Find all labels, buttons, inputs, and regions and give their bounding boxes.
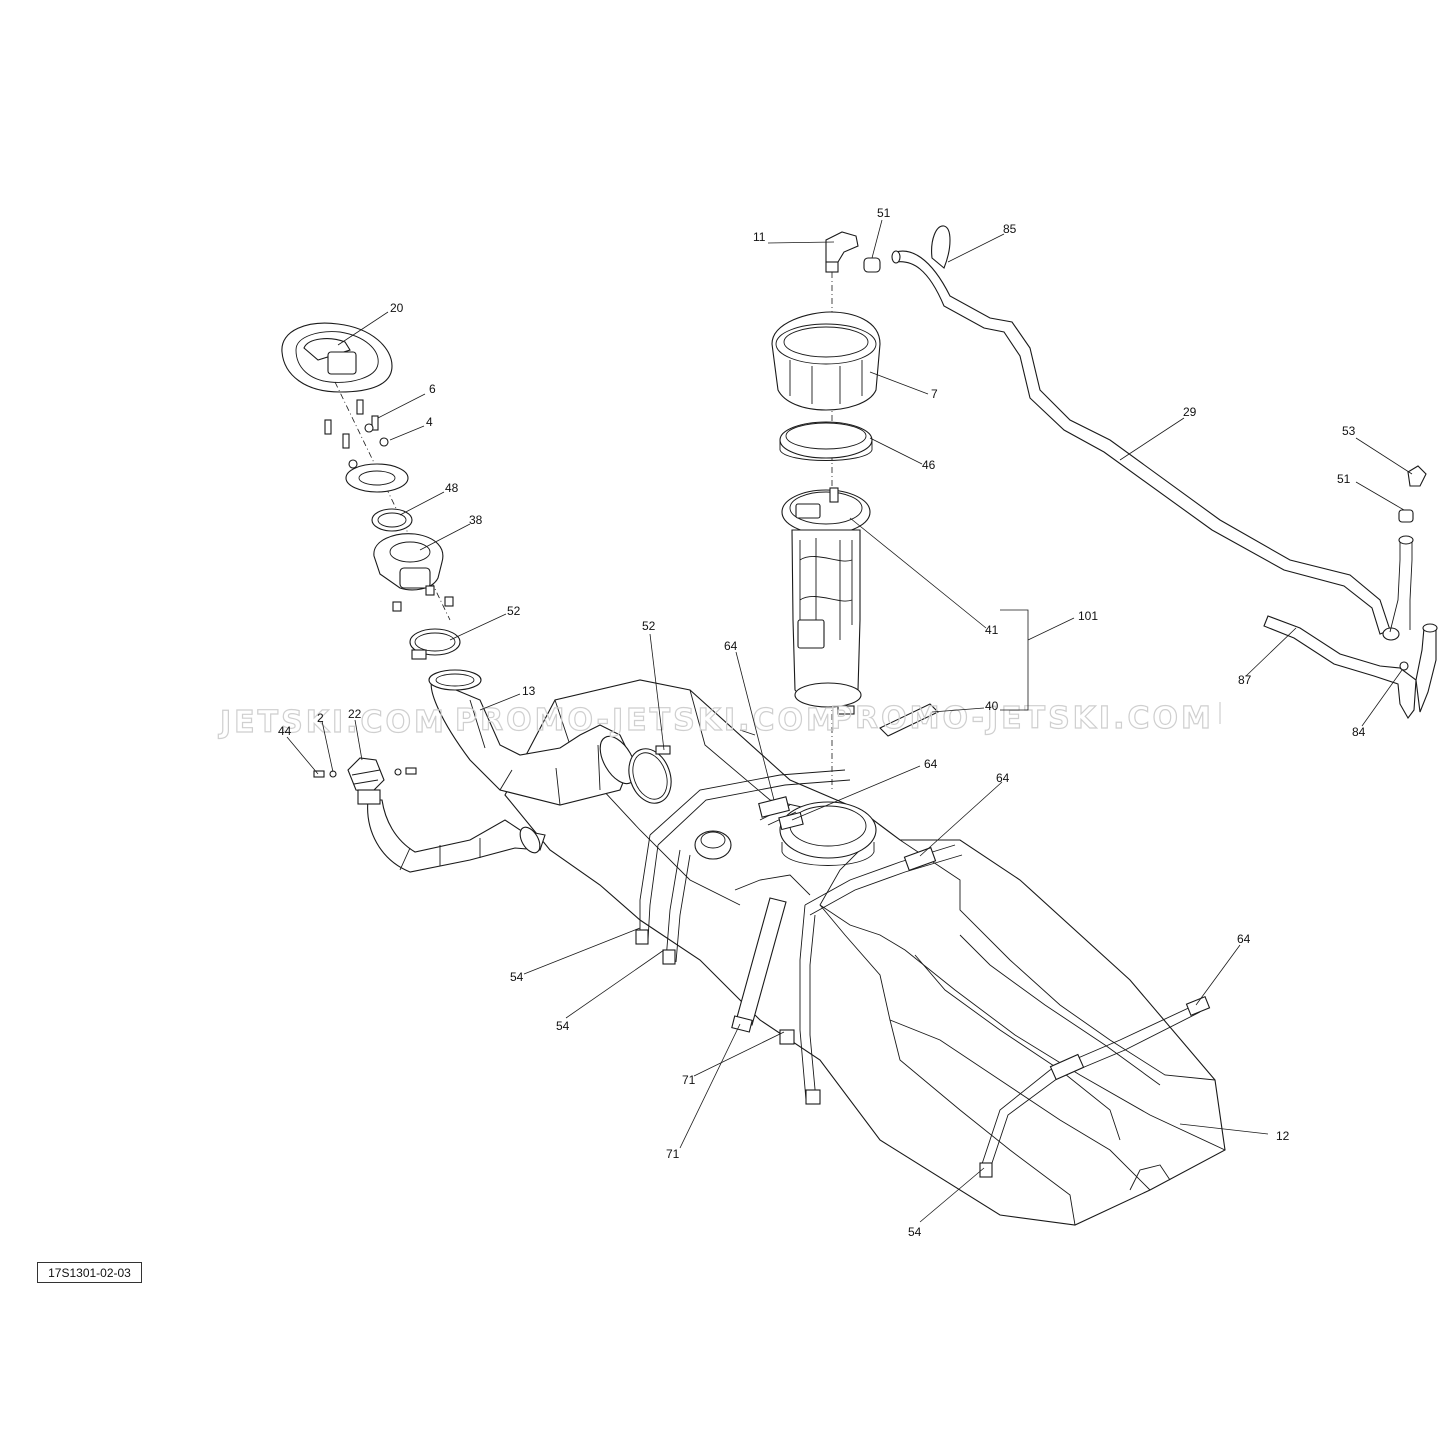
diagram-reference-code: 17S1301-02-03 <box>37 1262 142 1283</box>
callout-87: 87 <box>1238 673 1252 687</box>
callout-51-top: 51 <box>877 206 891 220</box>
callout-84: 84 <box>1352 725 1366 739</box>
tank-straps <box>635 769 1211 1178</box>
vent-valve-assembly <box>313 757 417 805</box>
callout-85: 85 <box>1003 222 1017 236</box>
callout-41: 41 <box>985 623 999 637</box>
filler-cap-assembly <box>281 322 461 660</box>
callout-53: 53 <box>1342 424 1356 438</box>
callout-64-b: 64 <box>924 757 938 771</box>
callout-48: 48 <box>445 481 459 495</box>
callout-4: 4 <box>426 415 433 429</box>
callout-13: 13 <box>522 684 536 698</box>
callout-54-a: 54 <box>510 970 524 984</box>
callout-2: 2 <box>317 711 324 725</box>
callout-54-b: 54 <box>556 1019 570 1033</box>
callout-12: 12 <box>1276 1129 1290 1143</box>
callout-29: 29 <box>1183 405 1197 419</box>
callout-40: 40 <box>985 699 999 713</box>
callout-11: 11 <box>753 230 766 244</box>
callout-22: 22 <box>348 707 362 721</box>
watermark-middle: PROMO-JETSKI.COM <box>455 703 839 738</box>
callout-101: 101 <box>1078 609 1098 623</box>
callout-7: 7 <box>931 387 938 401</box>
fuel-pump-module <box>771 231 939 790</box>
callout-44: 44 <box>278 724 292 738</box>
fuel-line <box>891 225 1438 719</box>
callout-52-lower: 52 <box>642 619 656 633</box>
fuel-tank <box>504 679 1226 1226</box>
callout-52-upper: 52 <box>507 604 521 618</box>
watermark-right: PROMO-JETSKI.COM <box>830 701 1214 736</box>
callout-51-right: 51 <box>1337 472 1351 486</box>
callout-71-a: 71 <box>682 1073 696 1087</box>
hose-clamp-52-lower <box>628 745 672 804</box>
filler-neck-hose <box>428 669 637 806</box>
callout-64-c: 64 <box>996 771 1010 785</box>
watermark-left: JETSKI.COM <box>218 705 447 740</box>
callout-64-d: 64 <box>1237 932 1251 946</box>
callout-46: 46 <box>922 458 936 472</box>
callout-54-c: 54 <box>908 1225 922 1239</box>
vent-hose <box>367 799 546 873</box>
callout-6: 6 <box>429 382 436 396</box>
callout-labels: 20 6 4 48 38 52 13 44 2 22 52 64 64 64 6… <box>278 206 1366 1239</box>
callout-38: 38 <box>469 513 483 527</box>
callout-20: 20 <box>390 301 404 315</box>
callout-64-a: 64 <box>724 639 738 653</box>
callout-71-b: 71 <box>666 1147 680 1161</box>
leader-lines <box>286 219 1413 1223</box>
